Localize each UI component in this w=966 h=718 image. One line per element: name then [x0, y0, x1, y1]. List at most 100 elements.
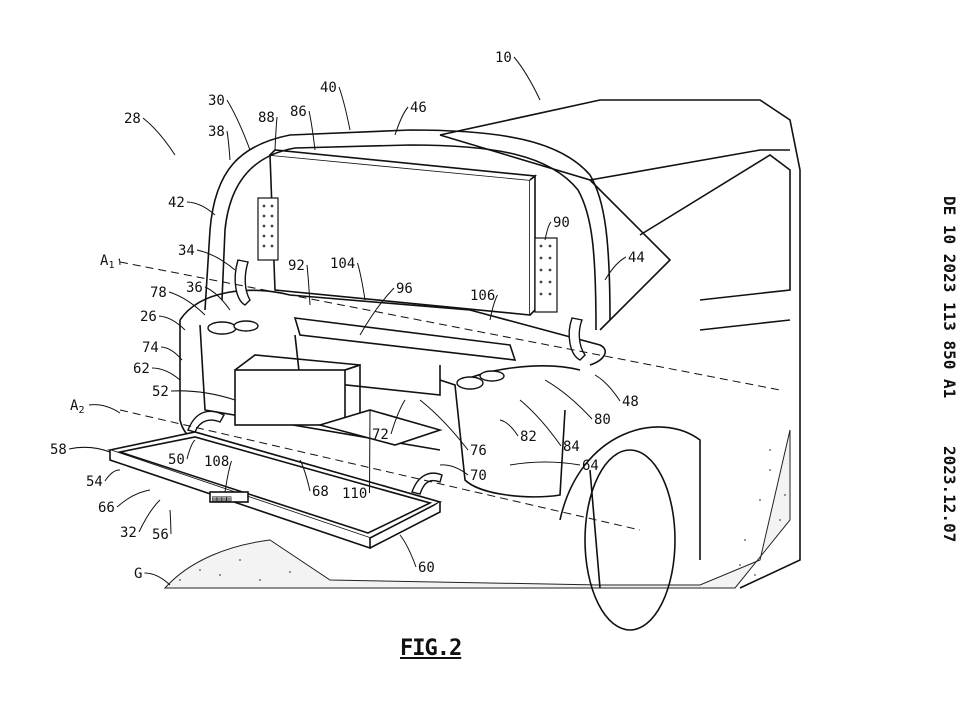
reference-label-82: 82 [520, 429, 537, 445]
leader-line-28 [142, 117, 176, 156]
leader-line-10 [513, 56, 541, 101]
leader-line-48 [594, 374, 621, 402]
display-screen [269, 149, 538, 316]
reference-label-26: 26 [140, 309, 157, 325]
leader-line-40 [338, 86, 351, 131]
leader-line-44 [604, 256, 627, 281]
leader-line-54 [104, 469, 121, 482]
leader-line-a1 [118, 258, 121, 266]
reference-label-86: 86 [290, 104, 307, 120]
reference-label-52: 52 [152, 384, 169, 400]
leader-line-90 [544, 221, 552, 241]
reference-label-32: 32 [120, 525, 137, 541]
leader-line-26 [158, 315, 186, 331]
leader-line-66 [116, 489, 151, 508]
leader-line-g [144, 572, 171, 586]
leader-line-110 [369, 409, 371, 494]
leader-line-80 [544, 379, 593, 420]
reference-label-70: 70 [470, 468, 487, 484]
leader-line-82 [499, 419, 519, 437]
reference-label-50: 50 [168, 452, 185, 468]
reference-label-60: 60 [418, 560, 435, 576]
reference-label-68: 68 [312, 484, 329, 500]
reference-label-40: 40 [320, 80, 337, 96]
leader-line-a2 [88, 404, 121, 414]
reference-label-62: 62 [133, 361, 150, 377]
reference-label-58: 58 [50, 442, 67, 458]
reference-label-88: 88 [258, 110, 275, 126]
leader-line-92 [306, 264, 311, 306]
reference-label-48: 48 [622, 394, 639, 410]
leader-line-46 [394, 106, 409, 136]
leader-line-108 [224, 460, 232, 493]
reference-labels: 10 40 46 30 88 86 38 28 42 90 34 44 A1 92 104 96 106 78 36… [50, 50, 645, 582]
leader-line-42 [186, 201, 216, 216]
reference-label-10: 10 [495, 50, 512, 66]
leader-line-56 [169, 509, 172, 535]
leader-line-34 [196, 249, 236, 271]
leader-line-106 [489, 294, 498, 321]
reference-label-36: 36 [186, 280, 203, 296]
leader-line-96 [359, 287, 395, 336]
publication-number: DE 10 2023 113 850 A1 [940, 196, 959, 399]
leader-line-76 [419, 399, 469, 451]
leader-line-70 [439, 464, 469, 476]
reference-label-44: 44 [628, 250, 645, 266]
leader-line-74 [160, 346, 183, 361]
reference-label-42: 42 [168, 195, 185, 211]
figure-caption: FIG.2 [400, 636, 462, 661]
reference-label-a1: A1 [100, 253, 114, 271]
reference-label-104: 104 [330, 256, 355, 272]
reference-label-106: 106 [470, 288, 495, 304]
leader-line-52 [170, 390, 236, 401]
leader-line-88 [274, 116, 278, 151]
reference-label-a2: A2 [70, 398, 84, 416]
reference-label-92: 92 [288, 258, 305, 274]
reference-label-78: 78 [150, 285, 167, 301]
speaker-panel-left [257, 197, 279, 261]
reference-label-30: 30 [208, 93, 225, 109]
leader-line-30 [226, 99, 251, 151]
reference-label-110: 110 [342, 486, 367, 502]
tailgate-table [106, 431, 443, 550]
reference-label-74: 74 [142, 340, 159, 356]
leader-line-64 [509, 461, 581, 466]
reference-label-38: 38 [208, 124, 225, 140]
reference-label-64: 64 [582, 458, 599, 474]
leader-line-50 [186, 439, 196, 460]
reference-label-34: 34 [178, 243, 195, 259]
vehicle-body [439, 99, 801, 631]
cargo-bed [179, 289, 606, 498]
leader-line-58 [68, 446, 111, 453]
rear-canopy [204, 129, 611, 331]
reference-label-96: 96 [396, 281, 413, 297]
storage-wells [207, 320, 505, 390]
publication-date: 2023.12.07 [940, 445, 959, 542]
leader-line-104 [357, 262, 366, 301]
reference-label-76: 76 [470, 443, 487, 459]
leader-line-72 [390, 399, 406, 435]
leader-line-68 [299, 459, 311, 492]
reference-label-46: 46 [410, 100, 427, 116]
reference-label-g: G [134, 566, 142, 582]
reference-label-90: 90 [553, 215, 570, 231]
control-panel-text: ▤▤▤▤ [212, 494, 231, 503]
reference-label-72: 72 [372, 427, 389, 443]
leader-line-86 [308, 110, 316, 151]
reference-label-84: 84 [563, 439, 580, 455]
reference-label-56: 56 [152, 527, 169, 543]
reference-label-54: 54 [86, 474, 103, 490]
leader-line-36 [204, 286, 231, 311]
reference-label-66: 66 [98, 500, 115, 516]
ground-surface [163, 429, 791, 589]
reference-label-108: 108 [204, 454, 229, 470]
reference-label-28: 28 [124, 111, 141, 127]
leader-line-62 [151, 367, 181, 381]
publication-header: DE 10 2023 113 850 A1 2023.12.07 [940, 196, 959, 542]
leader-lines [68, 56, 627, 586]
speaker-panel-right [534, 237, 558, 313]
leader-line-60 [399, 534, 417, 568]
leader-line-38 [226, 130, 231, 161]
reference-label-80: 80 [594, 412, 611, 428]
